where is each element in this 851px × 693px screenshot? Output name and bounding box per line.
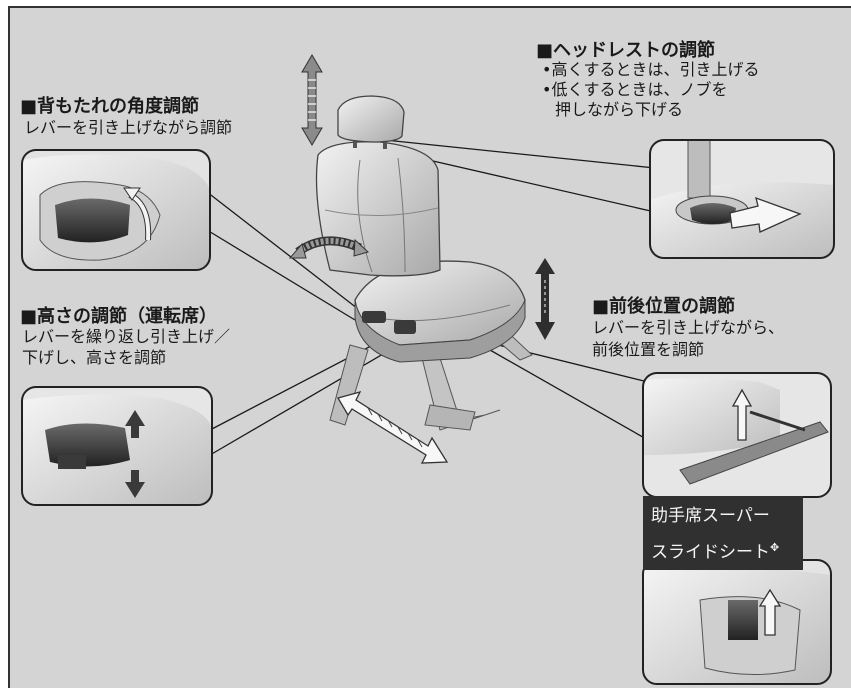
height-lever-callout	[22, 387, 212, 505]
slide-instruction-1: レバーを引き上げながら、	[592, 318, 784, 337]
headrest-lower-text-cont: 押しながら下げる	[555, 100, 683, 119]
slide-instruction-2: 前後位置を調節	[592, 340, 704, 359]
recline-instruction: レバーを引き上げながら調節	[24, 118, 232, 137]
slide-heading: ■前後位置の調節	[592, 292, 735, 318]
headrest-raise-text: •高くするときは、引き上げる	[542, 60, 759, 79]
headrest-updown-arrow	[302, 55, 322, 145]
recline-lever-callout	[22, 150, 210, 270]
super-slide-label: 助手席スーパー スライドシート✥	[643, 496, 803, 570]
headrest-knob-callout	[650, 140, 834, 258]
seat-illustration	[317, 96, 533, 430]
headrest-lower-text: •低くするときは、ノブを	[542, 80, 727, 99]
recline-heading: ■背もたれの角度調節	[20, 92, 199, 118]
height-instruction-1: レバーを繰り返し引き上げ／	[22, 327, 230, 346]
slide-lever-callout	[643, 373, 831, 497]
super-slide-mark: ✥	[770, 541, 779, 554]
headrest-heading: ■ヘッドレストの調節	[536, 36, 715, 62]
super-slide-label-line1: 助手席スーパー	[651, 500, 795, 532]
slide-forward-back-arrow	[338, 392, 447, 463]
height-updown-arrow	[535, 258, 555, 340]
super-slide-label-line2: スライドシート✥	[651, 532, 795, 569]
super-slide-label-line2-text: スライドシート	[651, 543, 770, 563]
height-instruction-2: 下げし、高さを調節	[22, 348, 166, 367]
height-heading: ■高さの調節（運転席）	[20, 302, 217, 328]
super-slide-lever-callout	[643, 560, 831, 684]
